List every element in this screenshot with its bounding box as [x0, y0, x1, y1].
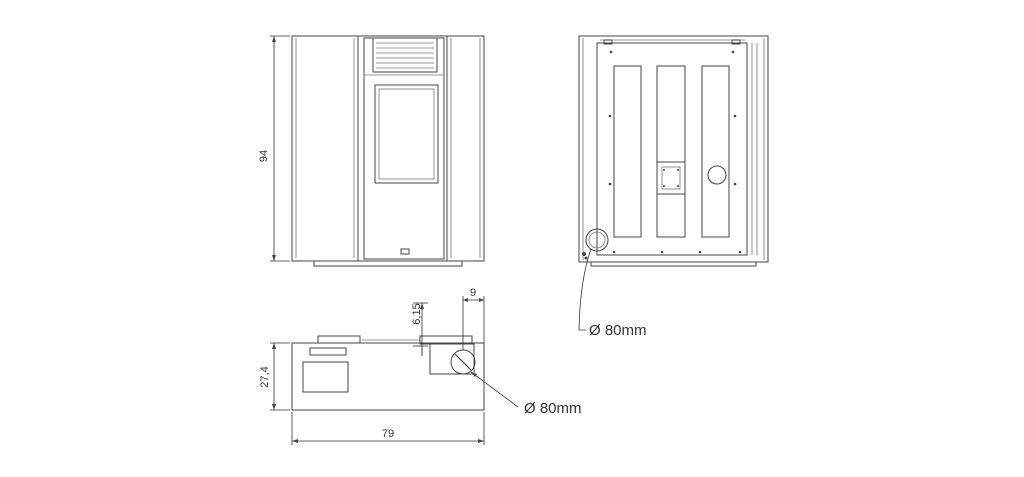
width-label: 79 — [382, 428, 394, 440]
front-base — [313, 260, 463, 267]
air-grille — [372, 37, 438, 73]
top-panel — [302, 361, 349, 393]
vent-slot-center — [656, 65, 686, 238]
top-body-outline — [291, 342, 485, 411]
front-left-panel — [291, 35, 359, 262]
front-body-outline — [291, 35, 485, 262]
top-view: 27,4 79 6,15 9 — [259, 287, 582, 445]
back-inner-panel — [596, 42, 748, 256]
flue-offset-label: 6,15 — [411, 303, 423, 324]
glass-door — [374, 84, 439, 184]
front-center-column — [363, 37, 445, 260]
flue-distance-label: 9 — [470, 287, 476, 299]
front-view: 94 — [258, 35, 485, 267]
front-right-panel — [446, 35, 485, 262]
flue-back-label: Ø 80mm — [589, 322, 647, 339]
flue-outlet-back — [585, 228, 609, 252]
access-plate — [656, 161, 686, 195]
depth-label: 27,4 — [259, 366, 271, 387]
top-grille-bar — [309, 347, 347, 356]
flue-back-callout: Ø 80mm — [578, 248, 647, 339]
control-knob — [400, 248, 410, 255]
air-inlet-hole — [707, 165, 727, 185]
height-dimension: 94 — [258, 35, 290, 262]
back-view: Ø 80mm — [578, 35, 769, 339]
height-label: 94 — [258, 150, 270, 162]
flue-top-callout: Ø 80mm — [470, 371, 582, 417]
depth-dimension: 27,4 — [259, 342, 290, 411]
flue-bracket — [429, 343, 475, 375]
vent-slot-right — [701, 65, 730, 238]
vent-slot-left — [613, 65, 642, 238]
flue-distance-dimension: 9 — [462, 287, 485, 350]
back-body-outline — [578, 35, 769, 263]
width-dimension: 79 — [291, 412, 485, 445]
flue-top-label: Ø 80mm — [524, 400, 582, 417]
flue-offset-dimension: 6,15 — [411, 302, 428, 347]
